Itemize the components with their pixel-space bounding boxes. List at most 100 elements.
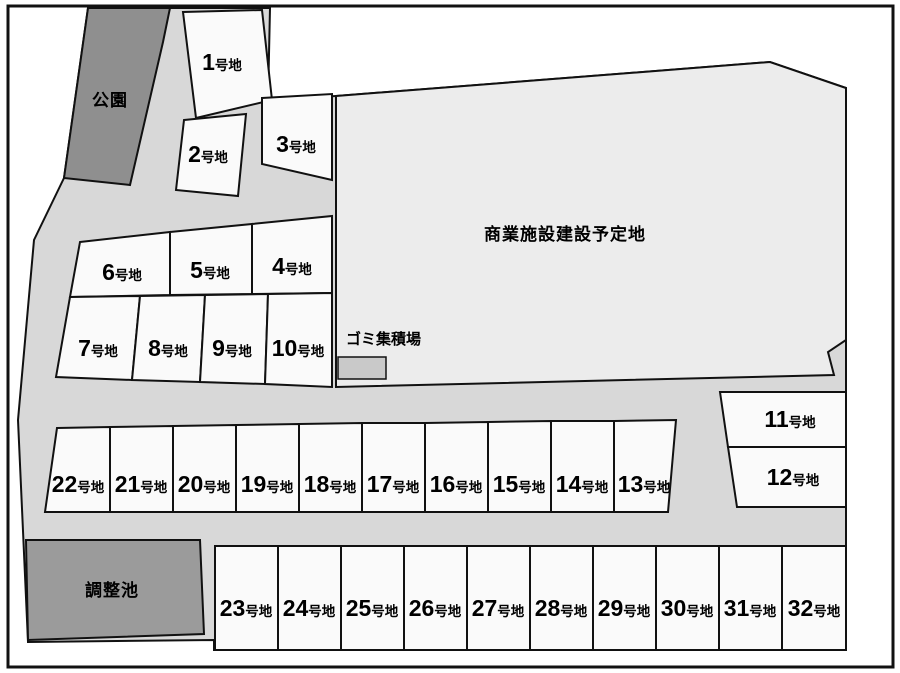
lot-13-number: 13 (618, 471, 644, 497)
lot-4-suffix: 号地 (285, 261, 312, 277)
lot-10-number: 10 (272, 335, 298, 361)
lot-16-label: 16号地 (430, 471, 483, 497)
lot-16-area (424, 420, 489, 513)
lot-14-label: 14号地 (556, 471, 609, 497)
lot-18-area (298, 421, 363, 513)
lot-12-number: 12 (767, 464, 793, 490)
lot-13-suffix: 号地 (643, 479, 671, 495)
lot-8-number: 8 (148, 335, 161, 361)
lot-26-suffix: 号地 (434, 603, 461, 619)
lot-2-area (174, 112, 248, 198)
lot-4-area (251, 214, 333, 296)
lot-11-label: 11号地 (764, 406, 816, 432)
lot-27-number: 27 (472, 595, 498, 621)
lot-9-number: 9 (212, 335, 225, 361)
lot-5-suffix: 号地 (203, 265, 230, 281)
lot-4-number: 4 (272, 253, 285, 279)
lot-12-area (726, 446, 847, 508)
lot-23-label: 23号地 (220, 595, 273, 621)
lot-25-suffix: 号地 (371, 603, 398, 619)
lot-25-number: 25 (346, 595, 372, 621)
lot-14-suffix: 号地 (581, 479, 609, 495)
lot-20-area (172, 423, 237, 513)
lot-20-number: 20 (178, 471, 204, 497)
lot-10-label: 10号地 (272, 335, 325, 361)
lot-16-suffix: 号地 (455, 479, 482, 495)
lot-5-label: 5号地 (190, 257, 230, 283)
lot-3-suffix: 号地 (289, 139, 316, 155)
lot-9-label: 9号地 (212, 335, 252, 361)
lot-21-label: 21号地 (115, 471, 168, 497)
lot-23-suffix: 号地 (245, 603, 272, 619)
lot-1-label: 1号地 (202, 49, 242, 75)
lot-24-suffix: 号地 (308, 603, 335, 619)
lot-12-suffix: 号地 (792, 472, 820, 488)
lot-15-area (487, 419, 552, 513)
lot-17-number: 17 (367, 471, 393, 497)
lot-26-label: 26号地 (409, 595, 462, 621)
lot-32-number: 32 (788, 595, 814, 621)
lot-8-label: 8号地 (148, 335, 188, 361)
lot-7-label: 7号地 (78, 335, 118, 361)
lot-19-label: 19号地 (241, 471, 294, 497)
lot-24-label: 24号地 (283, 595, 336, 621)
lot-18-number: 18 (304, 471, 330, 497)
lot-27-label: 27号地 (472, 595, 525, 621)
lot-21-number: 21 (115, 471, 141, 497)
lot-16-number: 16 (430, 471, 456, 497)
commercial-site-label: 商業施設建設予定地 (484, 224, 646, 244)
lot-32-suffix: 号地 (813, 603, 841, 619)
lot-4-label: 4号地 (272, 253, 312, 279)
lot-7-number: 7 (78, 335, 91, 361)
lot-29-suffix: 号地 (623, 603, 651, 619)
pond-label: 調整池 (85, 580, 139, 600)
lot-31-suffix: 号地 (749, 603, 777, 619)
lot-9-suffix: 号地 (225, 343, 252, 359)
lot-5-number: 5 (190, 257, 203, 283)
lot-22-suffix: 号地 (77, 479, 104, 495)
garbage-station-area (337, 356, 387, 380)
lot-31-number: 31 (724, 595, 750, 621)
lot-17-suffix: 号地 (392, 479, 419, 495)
lot-2-label: 2号地 (188, 141, 228, 167)
lot-29-number: 29 (598, 595, 624, 621)
lot-9-area (198, 292, 270, 386)
lot-6-label: 6号地 (102, 259, 142, 285)
pond-area (24, 539, 206, 642)
lot-7-area (54, 294, 142, 382)
lot-27-suffix: 号地 (497, 603, 525, 619)
lot-17-label: 17号地 (367, 471, 420, 497)
lot-18-suffix: 号地 (329, 479, 356, 495)
lot-24-number: 24 (283, 595, 309, 621)
lot-2-suffix: 号地 (201, 149, 228, 165)
lot-8-suffix: 号地 (161, 343, 188, 359)
lot-6-suffix: 号地 (115, 267, 142, 283)
lot-1-suffix: 号地 (215, 57, 242, 73)
lot-32-label: 32号地 (788, 595, 841, 621)
lot-13-area (613, 418, 678, 513)
lot-28-suffix: 号地 (560, 603, 588, 619)
lot-14-number: 14 (556, 471, 582, 497)
lot-10-suffix: 号地 (297, 343, 324, 359)
lot-31-label: 31号地 (724, 595, 777, 621)
lot-22-number: 22 (52, 471, 78, 497)
lot-28-label: 28号地 (535, 595, 588, 621)
lot-19-area (235, 422, 300, 513)
lot-30-label: 30号地 (661, 595, 714, 621)
lot-2-number: 2 (188, 141, 201, 167)
lot-30-number: 30 (661, 595, 687, 621)
lot-13-label: 13号地 (618, 471, 671, 497)
lot-15-label: 15号地 (493, 471, 546, 497)
lot-5-area (169, 222, 253, 297)
lot-11-suffix: 号地 (789, 414, 817, 430)
lot-15-suffix: 号地 (518, 479, 546, 495)
lot-6-number: 6 (102, 259, 115, 285)
lot-18-label: 18号地 (304, 471, 357, 497)
park-area (62, 7, 172, 187)
lot-7-suffix: 号地 (91, 343, 118, 359)
lot-21-suffix: 号地 (140, 479, 167, 495)
lot-3-label: 3号地 (276, 131, 316, 157)
lot-25-label: 25号地 (346, 595, 399, 621)
